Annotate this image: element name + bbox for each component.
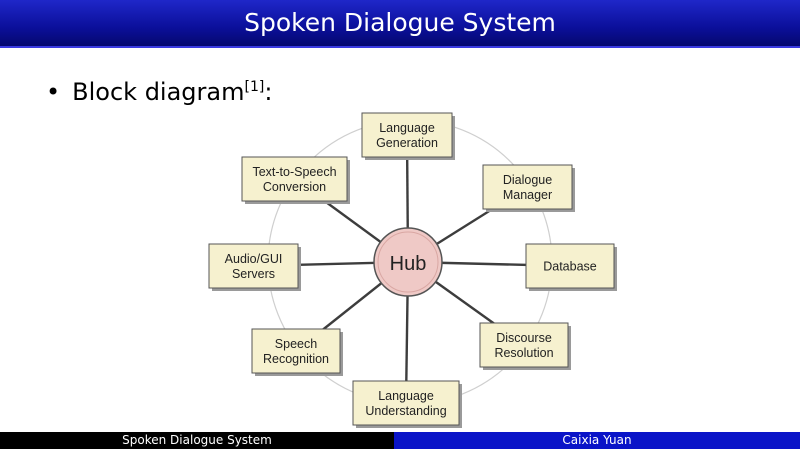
footer: Spoken Dialogue System Caixia Yuan	[0, 432, 800, 449]
component-boxes: LanguageGenerationDialogueManagerDatabas…	[208, 112, 617, 428]
node-label-line: Database	[543, 260, 597, 274]
node-label-line: Understanding	[365, 404, 446, 418]
node-label-line: Dialogue	[503, 173, 552, 187]
node-label-line: Servers	[232, 267, 275, 281]
hub-node	[373, 227, 443, 297]
citation-ref: [1]	[244, 79, 265, 95]
node-box	[361, 112, 453, 158]
bullet-suffix: :	[264, 78, 273, 106]
node-label-line: Audio/GUI	[225, 252, 283, 266]
block-diagram: LanguageGenerationDialogueManagerDatabas…	[208, 112, 617, 428]
node-label-line: Language	[378, 389, 434, 403]
node-box	[482, 164, 573, 210]
node-database: Database	[525, 243, 617, 291]
bullet-text: Block diagram	[72, 78, 245, 106]
node-label-line: Generation	[376, 136, 438, 150]
node-box	[352, 380, 460, 426]
node-label-line: Conversion	[263, 180, 326, 194]
node-label-line: Discourse	[496, 331, 552, 345]
footer-right: Caixia Yuan	[394, 432, 800, 449]
node-box	[241, 156, 348, 202]
node-box	[251, 328, 341, 374]
node-box	[208, 243, 299, 289]
slide-title: Spoken Dialogue System	[0, 0, 800, 48]
node-label-line: Resolution	[494, 346, 553, 360]
bullet-dot-icon: •	[46, 78, 61, 106]
node-box	[525, 243, 615, 289]
hub-label: Hub	[390, 253, 427, 275]
node-box	[479, 322, 569, 368]
node-label-line: Manager	[503, 188, 552, 202]
node-label-line: Speech	[275, 337, 317, 351]
bullet-item: • Block diagram[1]:	[46, 78, 272, 106]
hub-inner-ring	[377, 231, 439, 293]
node-label-line: Language	[379, 121, 435, 135]
footer-left: Spoken Dialogue System	[0, 432, 394, 449]
node-label-line: Recognition	[263, 352, 329, 366]
node-label-line: Text-to-Speech	[252, 165, 336, 179]
